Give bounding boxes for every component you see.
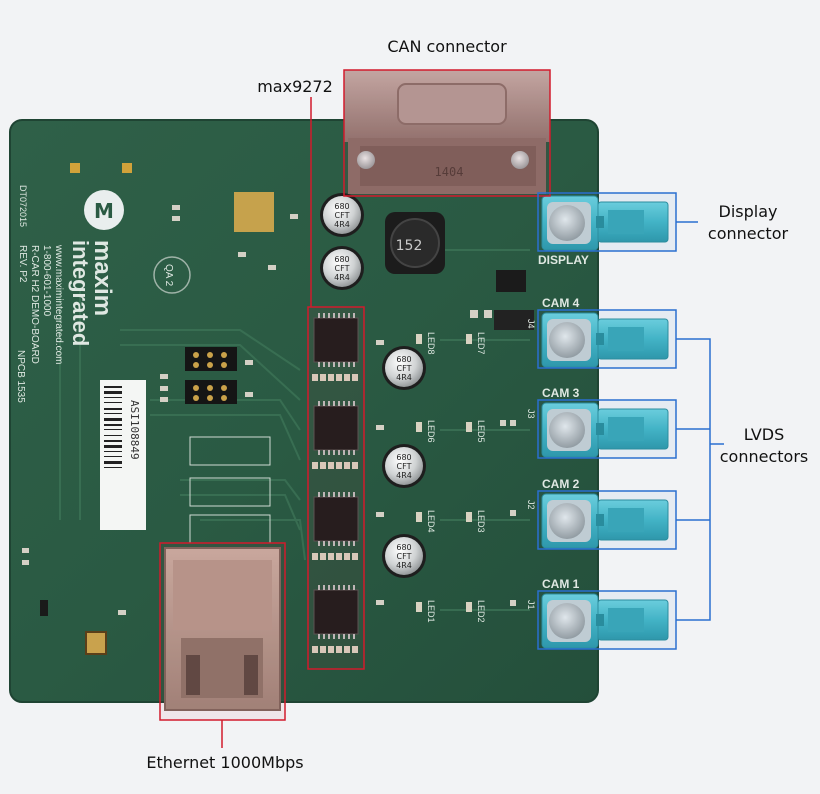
- led-label: LED8: [426, 332, 436, 355]
- capacitor-marking: 680: [334, 202, 349, 211]
- svg-text:M: M: [94, 199, 114, 223]
- display-callout-line2: connector: [707, 224, 789, 243]
- max9272-ic: [312, 401, 359, 469]
- svg-text:ASI108849: ASI108849: [128, 400, 141, 460]
- lvds-fakra-connector: [541, 312, 669, 368]
- max9272-ic: [312, 492, 359, 560]
- cam-silk-label: CAM 1: [542, 577, 580, 591]
- display-highlight: [537, 192, 677, 252]
- led-label: LED4: [426, 510, 436, 533]
- header-ju2: [185, 347, 237, 371]
- display-fakra-connector: [541, 195, 669, 251]
- qa-stamp-text: QA 2: [163, 264, 174, 287]
- npcb-label: NPCB 1535: [15, 350, 26, 403]
- jack-silk-label: J3: [526, 409, 536, 419]
- display-connector-callout: Display connector: [700, 201, 796, 245]
- leader-lines: [221, 97, 724, 748]
- led-label: LED1: [426, 600, 436, 623]
- jack-silk-label: J2: [526, 500, 536, 510]
- lvds-callout-line2: connectors: [719, 447, 809, 466]
- capacitor-marking: CFT: [397, 462, 412, 471]
- max9272-ic: [312, 313, 359, 381]
- capacitor-marking: 4R4: [396, 373, 412, 382]
- header-ju1: [185, 380, 237, 404]
- svg-text:1404: 1404: [435, 165, 464, 179]
- silk-box: [189, 436, 271, 466]
- smd-components: [22, 205, 516, 616]
- contact-line: 1-800-601-1000: [41, 245, 52, 317]
- max9272-callout: max9272: [257, 77, 333, 96]
- capacitor-marking: 680: [334, 255, 349, 264]
- board-contact-info: www.maximintegrated.com1-800-601-1000R-C…: [17, 244, 64, 364]
- jack-silk-label: J1: [526, 600, 536, 610]
- brand-name: integrated: [68, 240, 93, 346]
- lvds-highlight-1: [537, 590, 677, 650]
- contact-line: R-CAR H2 DEMO-BOARD: [29, 245, 40, 364]
- capacitor-marking: 4R4: [334, 273, 350, 282]
- barcode-label: ASI108849: [100, 380, 146, 530]
- capacitor-marking: 4R4: [396, 561, 412, 570]
- lvds-fakra-connector: [541, 593, 669, 649]
- capacitor-marking: CFT: [397, 364, 412, 373]
- cam-silk-label: CAM 2: [542, 477, 580, 491]
- jack-silk-label: J4: [526, 319, 536, 329]
- brand-name: maxim: [89, 240, 116, 316]
- contact-line: REV. P2: [17, 245, 28, 283]
- lvds-callout-line1: LVDS: [743, 425, 785, 444]
- display-silk-label: DISPLAY: [538, 253, 589, 267]
- can-db9-connector: 1404: [344, 70, 550, 194]
- ethernet-callout: Ethernet 1000Mbps: [146, 753, 304, 772]
- lvds-highlight-4: [537, 309, 677, 369]
- pad: [70, 163, 80, 173]
- capacitor-marking: CFT: [335, 211, 350, 220]
- phy-chip: [85, 631, 107, 655]
- display-callout-line1: Display: [718, 202, 778, 221]
- lvds-highlight-2: [537, 490, 677, 550]
- cam-silk-label: CAM 3: [542, 386, 580, 400]
- lvds-highlight-3: [537, 399, 677, 459]
- capacitor-marking: CFT: [397, 552, 412, 561]
- sensor-pad: [234, 192, 274, 232]
- led-label: LED3: [476, 510, 486, 533]
- highlight-boxes: [159, 69, 677, 721]
- silk-box: [189, 477, 271, 507]
- max9272-ic: [312, 585, 359, 653]
- capacitor-marking: 4R4: [334, 220, 350, 229]
- led-label: LED2: [476, 600, 486, 623]
- capacitor-marking: CFT: [335, 264, 350, 273]
- can-highlight: [343, 69, 551, 197]
- qa-stamp: [153, 256, 191, 294]
- contact-line: www.maximintegrated.com: [53, 244, 64, 364]
- capacitor-marking: 4R4: [396, 471, 412, 480]
- ethernet-highlight: [159, 542, 286, 721]
- pcb-id: DT072015: [18, 185, 28, 227]
- cam-silk-label: CAM 4: [542, 296, 580, 310]
- led-label: LED5: [476, 420, 486, 443]
- capacitor-marking: 680: [396, 355, 411, 364]
- lvds-fakra-connector: [541, 493, 669, 549]
- maxim-logo-icon: M: [84, 190, 124, 230]
- pad: [122, 163, 132, 173]
- can-connector-callout: CAN connector: [387, 37, 507, 56]
- max9272-highlight: [307, 306, 365, 670]
- ic-small: [494, 310, 534, 330]
- capacitor-marking: 680: [396, 453, 411, 462]
- ic-u17: [496, 270, 526, 292]
- lvds-fakra-connector: [541, 402, 669, 458]
- capacitor-marking: 680: [396, 543, 411, 552]
- ethernet-rj45-jack: [164, 547, 281, 711]
- lvds-connectors-callout: LVDS connectors: [712, 424, 816, 468]
- svg-text:152: 152: [396, 238, 423, 254]
- led-label: LED6: [426, 420, 436, 443]
- inductor: 152: [385, 212, 445, 274]
- led-label: LED7: [476, 332, 486, 355]
